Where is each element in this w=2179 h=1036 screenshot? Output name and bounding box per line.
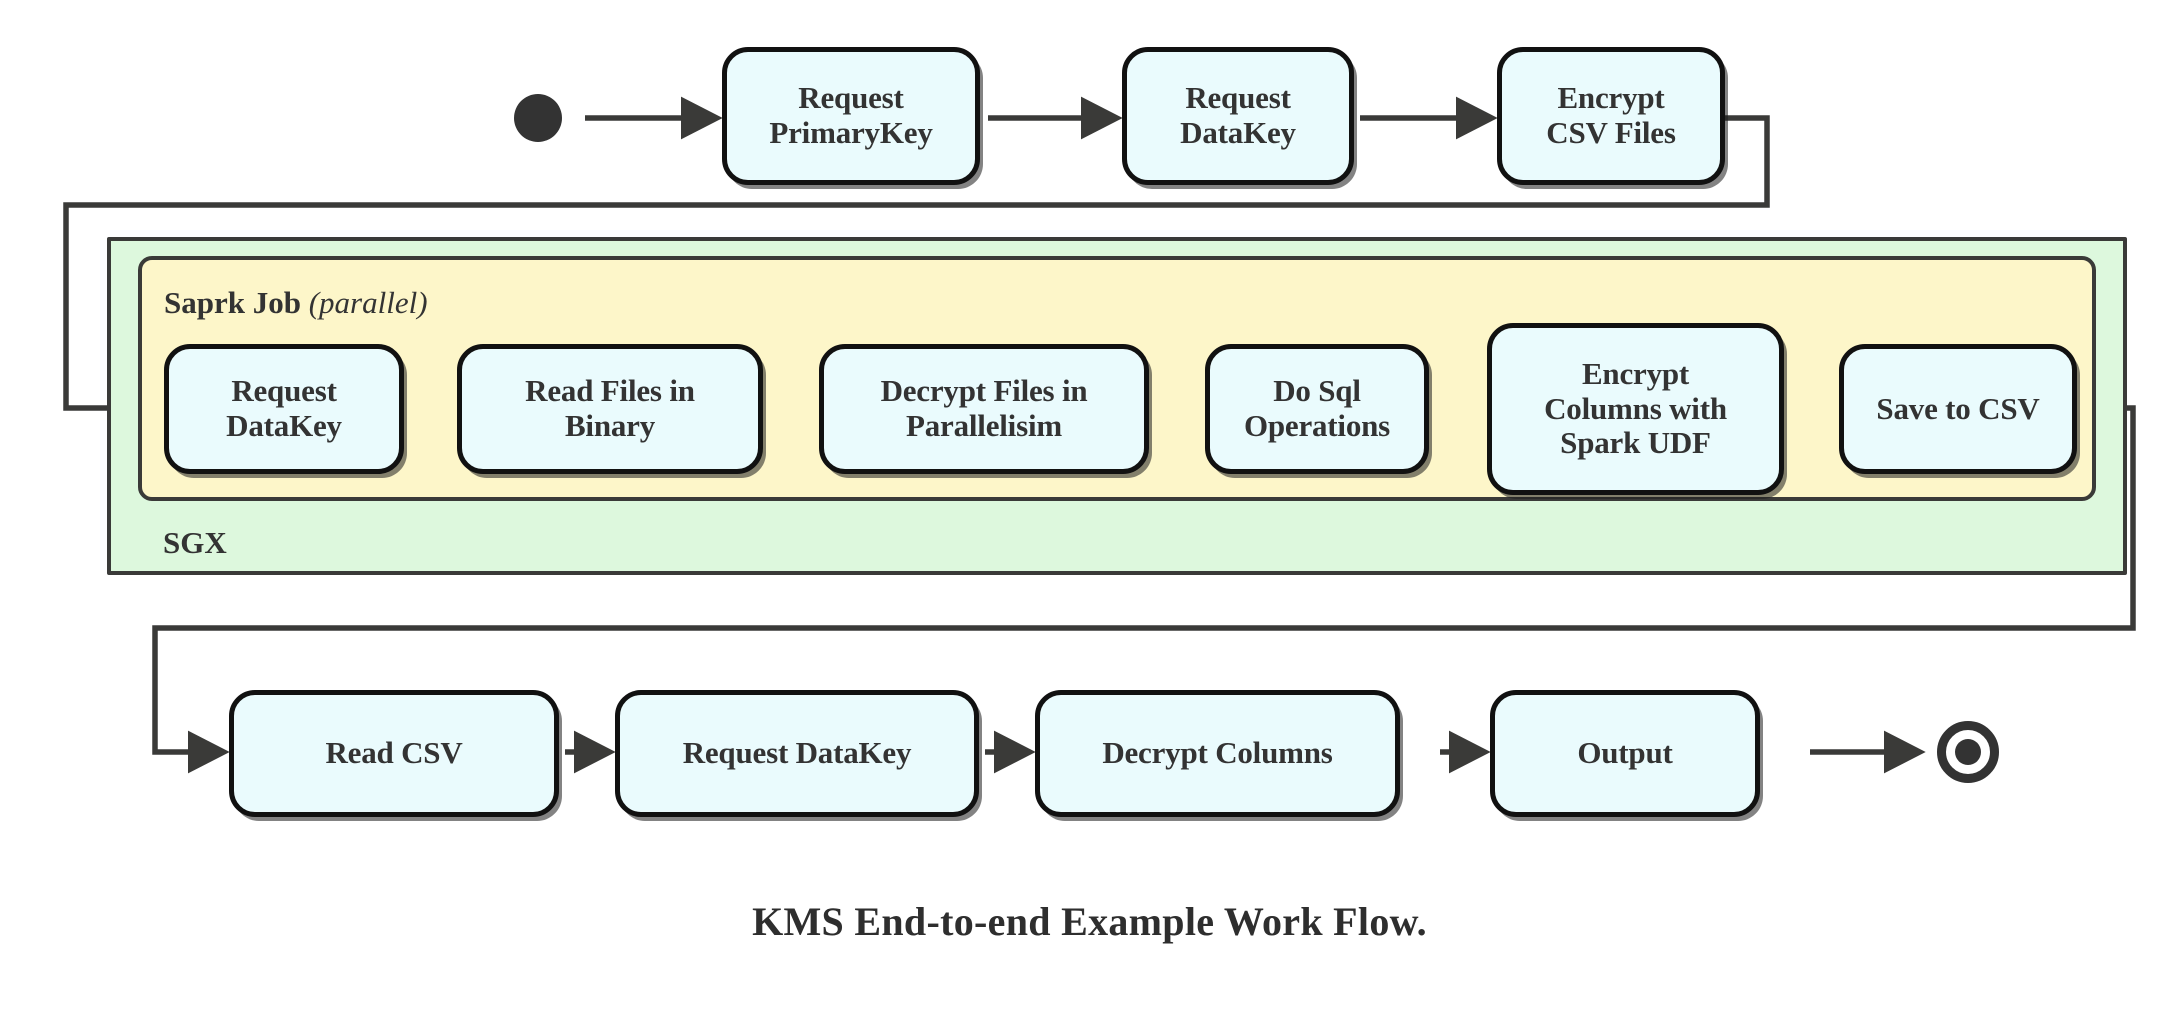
node-decrypt-columns[interactable]: Decrypt Columns bbox=[1035, 690, 1400, 817]
node-line: Do Sql bbox=[1273, 373, 1361, 409]
node-line: Columns with bbox=[1544, 390, 1727, 426]
node-request-datakey-bottom[interactable]: Request DataKey bbox=[615, 690, 979, 817]
node-line: Binary bbox=[564, 408, 656, 443]
node-output[interactable]: Output bbox=[1490, 690, 1760, 817]
node-line: Encrypt bbox=[1557, 80, 1665, 116]
node-line: Read Files in bbox=[525, 373, 695, 409]
diagram-caption: KMS End-to-end Example Work Flow. bbox=[752, 899, 1427, 944]
end-node-icon bbox=[1937, 721, 1999, 783]
node-encrypt-columns-with-spark-udf[interactable]: Encrypt Columns with Spark UDF bbox=[1487, 323, 1784, 495]
node-request-datakey-spark[interactable]: Request DataKey bbox=[164, 344, 404, 474]
container-sgx-label: SGX bbox=[163, 525, 227, 560]
node-line: Request bbox=[798, 80, 904, 116]
node-line: Read CSV bbox=[325, 735, 463, 771]
node-line: Operations bbox=[1243, 408, 1391, 443]
node-line: DataKey bbox=[1180, 115, 1296, 150]
node-line: CSV Files bbox=[1546, 115, 1676, 150]
node-decrypt-files-in-parallelisim[interactable]: Decrypt Files in Parallelisim bbox=[819, 344, 1149, 474]
node-line: Parallelisim bbox=[905, 408, 1062, 443]
node-save-to-csv[interactable]: Save to CSV bbox=[1839, 344, 2077, 474]
node-line: Spark UDF bbox=[1560, 425, 1711, 461]
node-encrypt-csv-files[interactable]: Encrypt CSV Files bbox=[1497, 47, 1725, 185]
node-line: DataKey bbox=[226, 408, 342, 443]
node-do-sql-operations[interactable]: Do Sql Operations bbox=[1205, 344, 1429, 474]
container-spark-job-label: Saprk Job (parallel) bbox=[164, 285, 428, 321]
node-request-datakey-top[interactable]: Request DataKey bbox=[1122, 47, 1354, 185]
edge-encrypt-csv-files-to-request-datakey-spark bbox=[63, 115, 1770, 430]
node-request-primarykey[interactable]: Request PrimaryKey bbox=[722, 47, 980, 185]
node-line: Decrypt Columns bbox=[1102, 735, 1333, 771]
node-line: Encrypt bbox=[1581, 355, 1690, 391]
node-line: Request bbox=[1185, 80, 1291, 116]
container-spark-job-label-italic: (parallel) bbox=[308, 285, 428, 320]
start-node-icon bbox=[514, 94, 562, 142]
node-read-csv[interactable]: Read CSV bbox=[229, 690, 559, 817]
node-read-files-in-binary[interactable]: Read Files in Binary bbox=[457, 344, 763, 474]
node-line: PrimaryKey bbox=[769, 115, 933, 150]
node-line: Save to CSV bbox=[1876, 390, 2040, 426]
node-line: Decrypt Files in bbox=[880, 373, 1088, 409]
node-line: Request bbox=[231, 373, 337, 409]
node-line: Output bbox=[1577, 735, 1673, 771]
node-line: Request DataKey bbox=[682, 735, 912, 771]
container-spark-job-label-bold: Saprk Job bbox=[164, 285, 301, 320]
